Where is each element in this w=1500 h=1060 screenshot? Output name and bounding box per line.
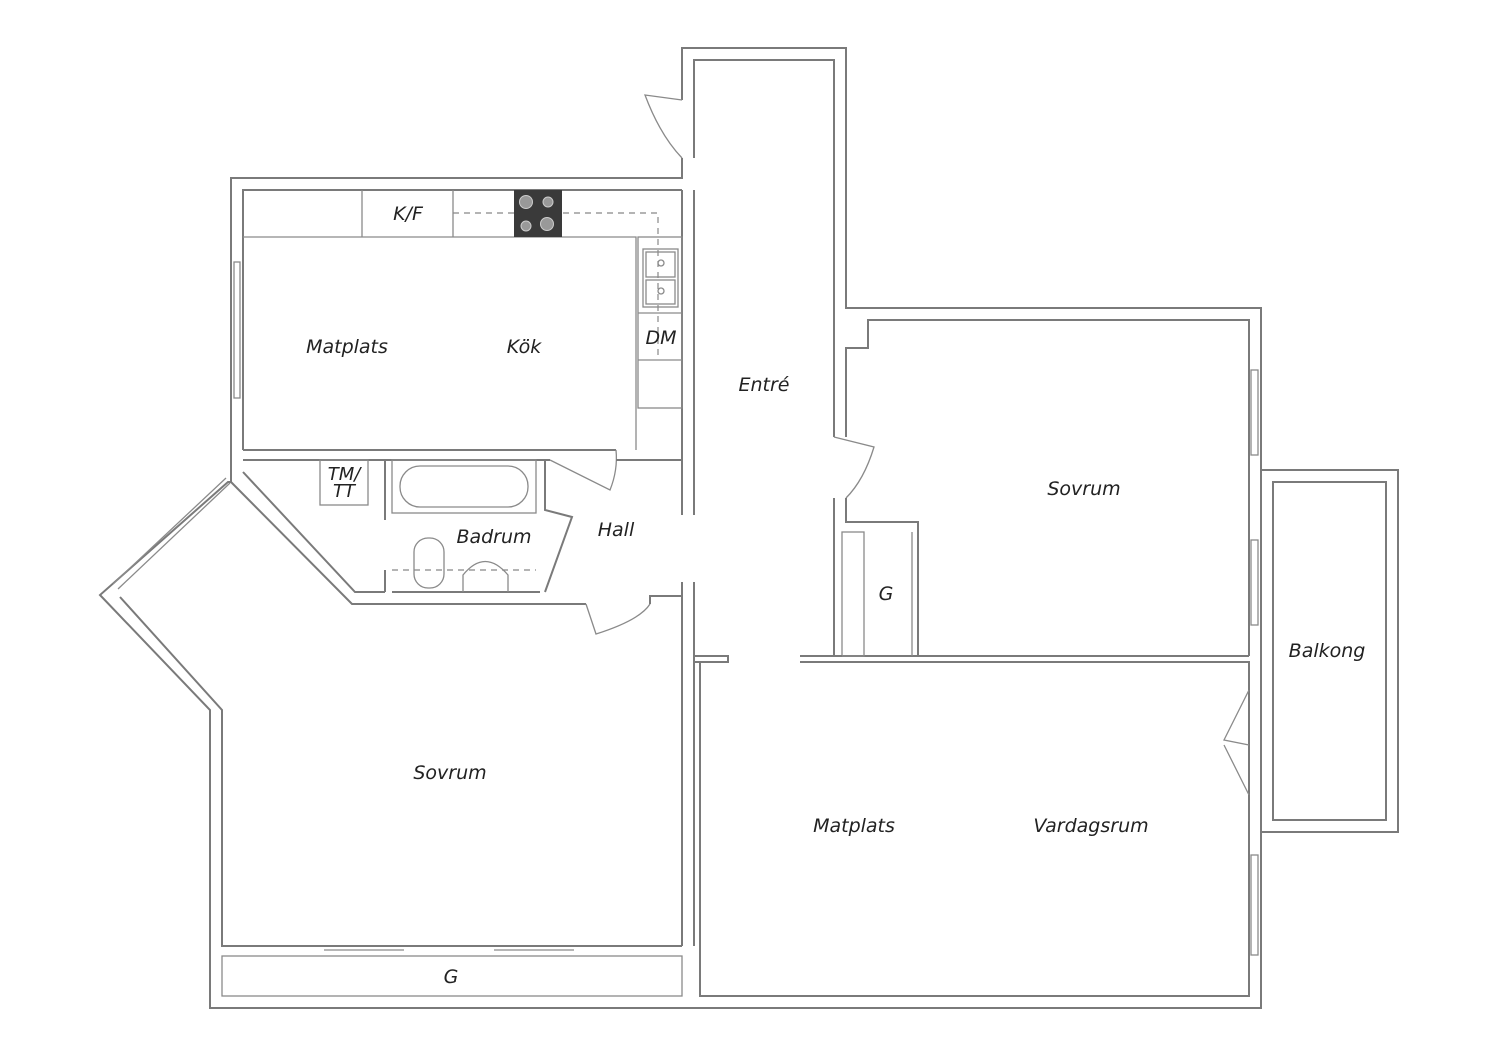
right-counter <box>637 236 683 409</box>
room-label-bathroom: Badrum <box>456 526 532 548</box>
window <box>1250 369 1259 456</box>
balcony-door-swing <box>1223 689 1250 796</box>
corridor-stub <box>694 655 729 663</box>
right-wardrobe <box>841 531 865 657</box>
bath-door-wall <box>544 460 574 593</box>
bedroom-top-wall <box>230 481 586 605</box>
room-label-entrance: Entré <box>738 374 790 396</box>
room-label-bedroom-right: Sovrum <box>1047 478 1121 500</box>
front-door-swing <box>644 94 683 159</box>
balcony-inner <box>1272 481 1387 821</box>
right-bedroom-wall <box>845 319 1250 656</box>
outer-wall <box>98 47 1262 1009</box>
kitchen-wall <box>242 189 682 450</box>
room-label-living-room: Vardagsrum <box>1033 815 1149 837</box>
room-label-wardrobe-left: G <box>443 966 459 988</box>
kitchen-window <box>233 261 241 399</box>
bathtub-icon <box>391 459 537 514</box>
right-bedroom-door-swing <box>833 436 875 499</box>
room-label-bedroom-left: Sovrum <box>413 762 487 784</box>
room-label-hall: Hall <box>597 519 635 541</box>
window <box>1250 539 1259 626</box>
left-wardrobe <box>221 955 683 997</box>
sink-icon <box>642 248 679 308</box>
room-label-wardrobe-right: G <box>878 583 894 605</box>
bedroom-door-swing <box>585 603 651 635</box>
room-label-dining: Matplats <box>306 336 388 358</box>
left-bedroom-window <box>117 482 231 590</box>
kitchen-door-swing <box>549 449 618 491</box>
room-label-balcony: Balkong <box>1288 640 1366 662</box>
hall-wall <box>649 582 683 604</box>
bathtub-basin <box>399 465 529 508</box>
washer-dryer-line2: TT <box>333 481 355 502</box>
room-label-living-dining: Matplats <box>813 815 895 837</box>
left-bedroom-window <box>112 477 227 585</box>
kitchen-counter <box>243 236 637 450</box>
washer-dryer-line1: TM/ <box>327 464 361 485</box>
entrance-inner-wall <box>693 59 835 437</box>
stove-icon <box>514 190 562 237</box>
window <box>1250 854 1259 956</box>
balcony-outer <box>1260 469 1399 833</box>
washbasin-icon <box>462 560 509 592</box>
washer-dryer-box <box>319 459 369 506</box>
left-bedroom-wall <box>119 596 682 947</box>
room-label-dishwasher: DM <box>645 327 677 349</box>
living-room-wall <box>699 661 1250 997</box>
room-label-washer-dryer: TM/TT <box>327 464 361 502</box>
toilet-icon <box>413 537 445 589</box>
room-label-kitchen: Kök <box>506 336 542 358</box>
room-label-fridge-freezer: K/F <box>393 203 423 225</box>
right-wardrobe-wall <box>845 498 919 656</box>
bath-diagonal-wall <box>242 471 385 593</box>
